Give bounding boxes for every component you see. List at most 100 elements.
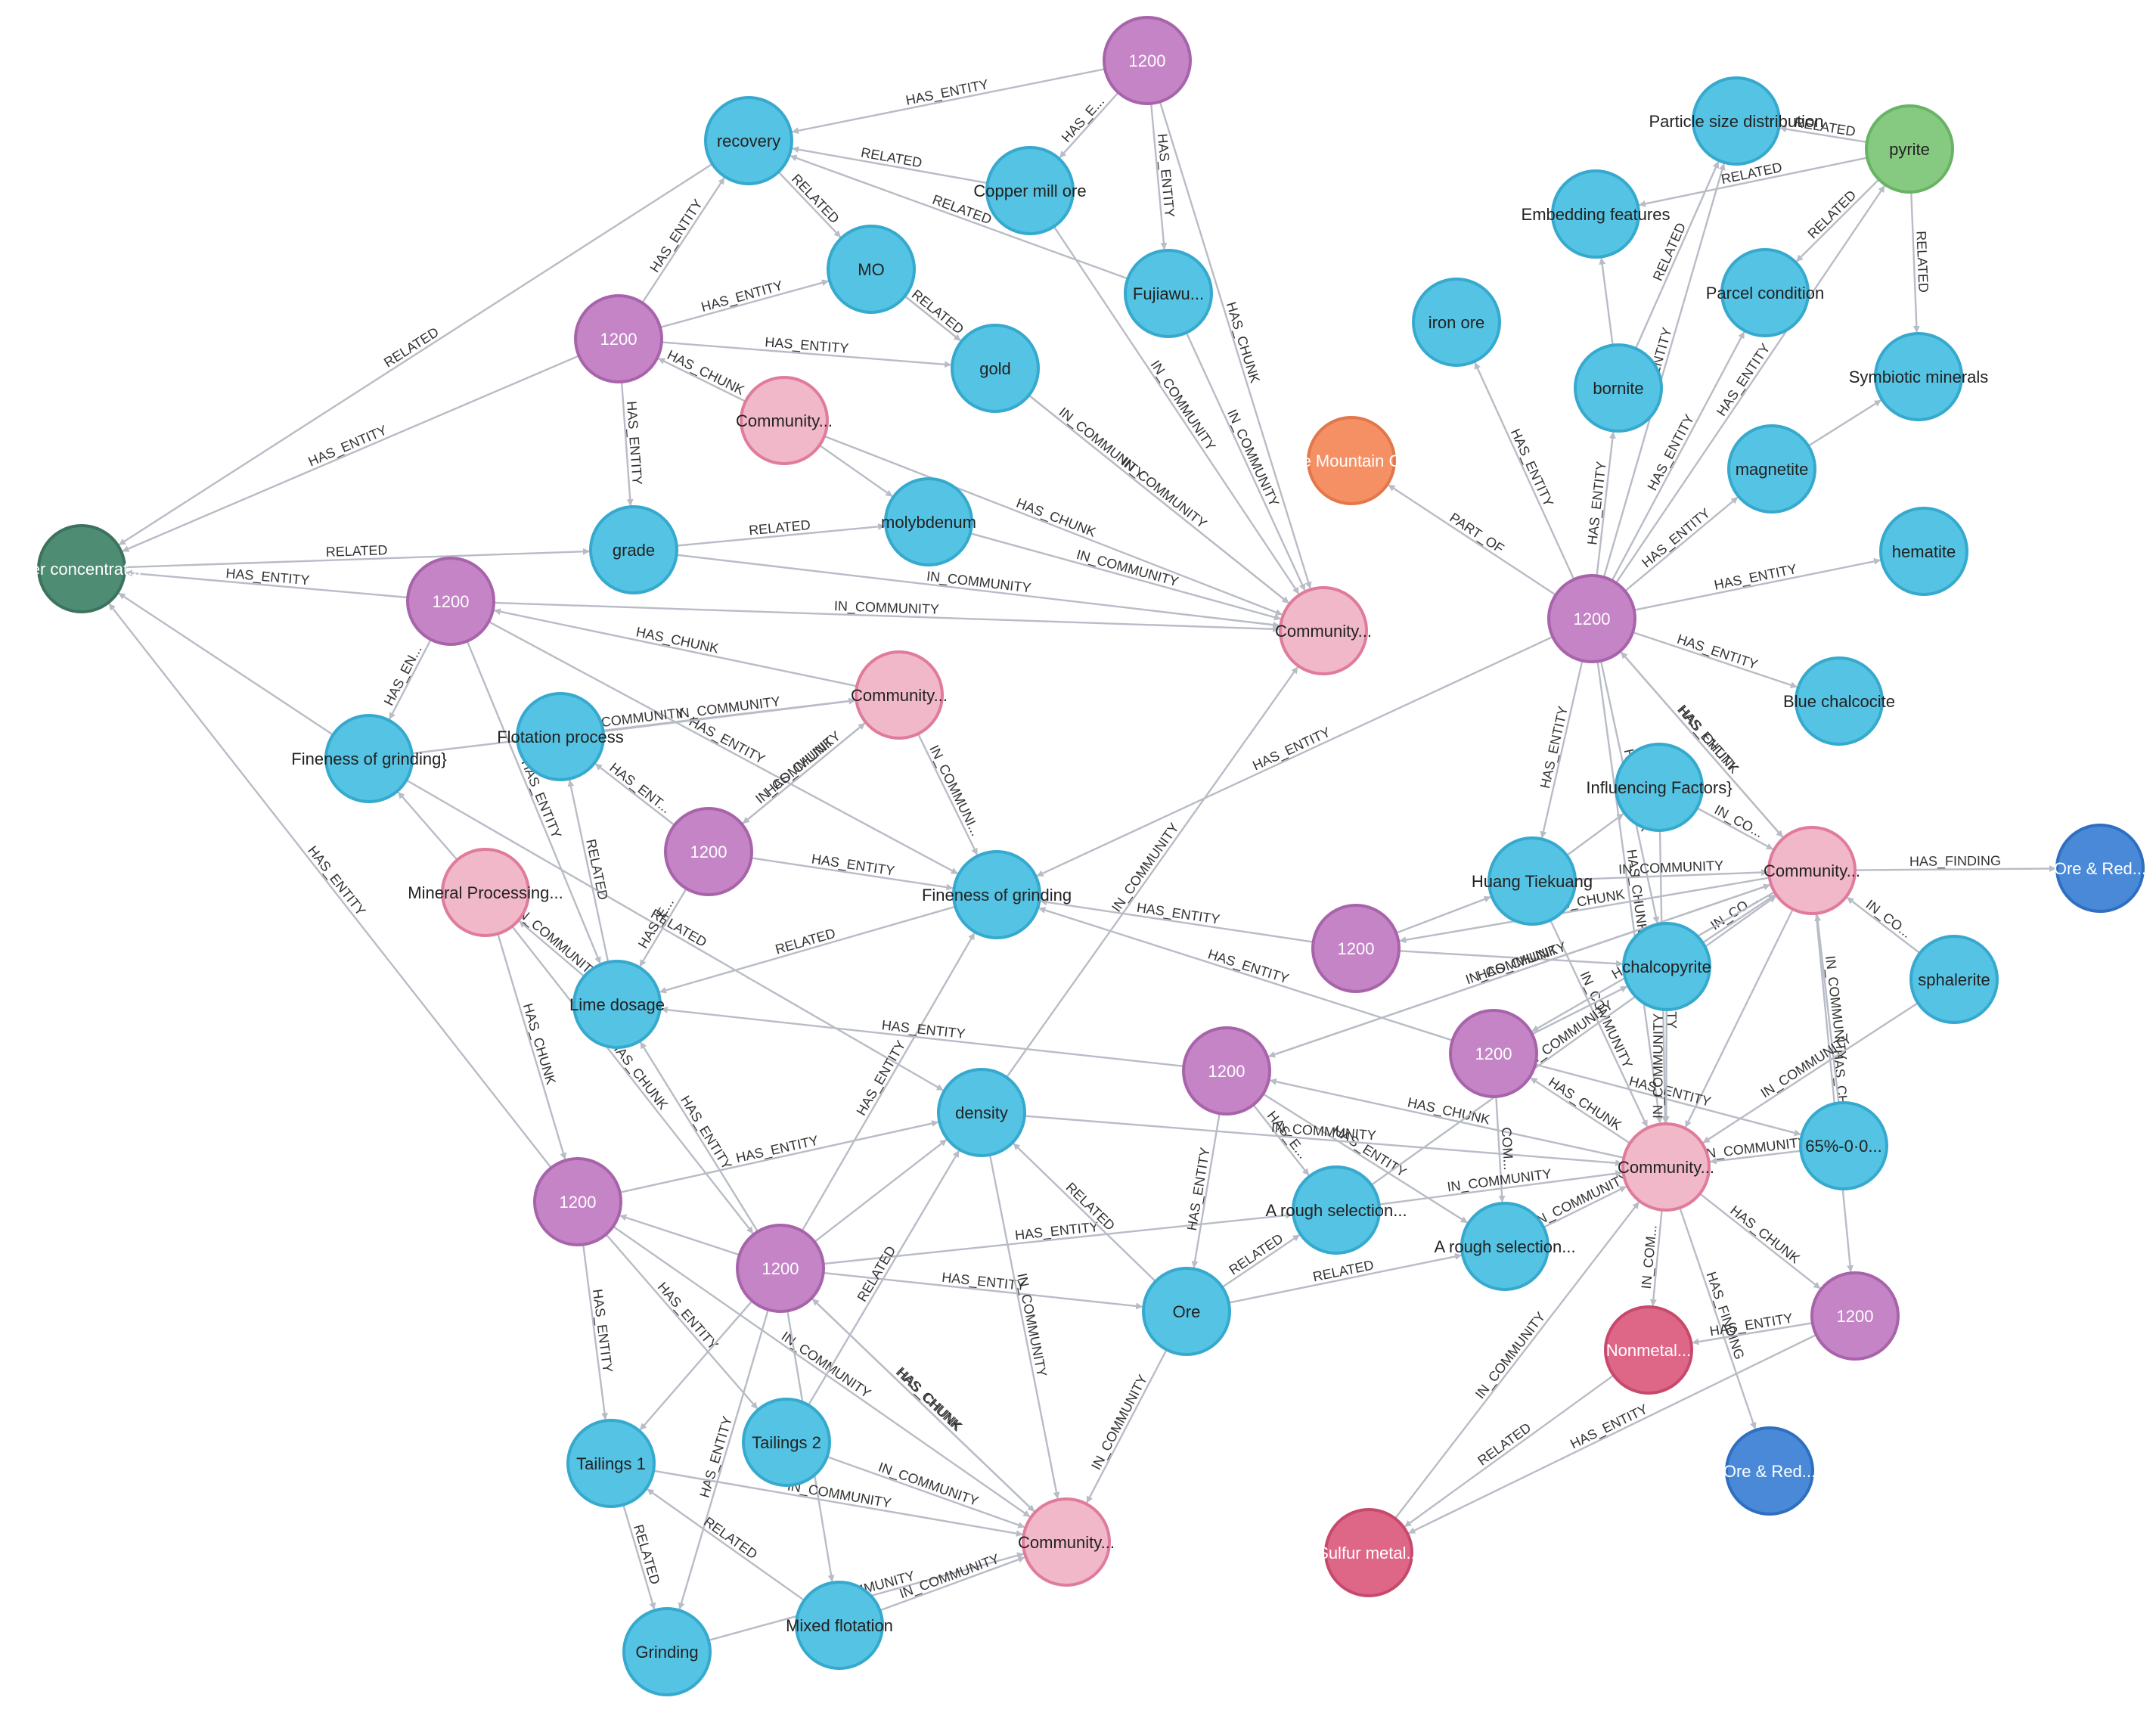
node-copper-conc[interactable]: per concentrat... [22, 524, 142, 613]
edge-copper-conc-grade[interactable]: RELATED [124, 542, 590, 569]
node-c-f[interactable]: 1200 [533, 1157, 622, 1246]
node-c-hub[interactable]: 1200 [1547, 574, 1636, 663]
edge-chalcopyrite-comm-r2[interactable]: IN_COMMUNITY [1650, 1009, 1670, 1123]
edge-c-hub-hematite[interactable]: HAS_ENTITY [1633, 557, 1881, 611]
edge-ore-rough2[interactable]: RELATED [1228, 1253, 1463, 1304]
edge-tailings1-grinding[interactable]: RELATED [622, 1504, 662, 1610]
edge-c-e-lime[interactable]: HAS_ENTITY [640, 1041, 759, 1233]
edge-density-comm-r2[interactable]: IN_COMMUNITY [1024, 1115, 1623, 1167]
edge-grade-comm-mid[interactable]: IN_COMMUNITY [676, 554, 1280, 628]
edge-comm-r1-ore-red1[interactable]: HAS_FINDING [1854, 853, 2056, 873]
edge-pct65-comm-r2[interactable]: IN_COMMUNITY [1702, 1134, 1808, 1165]
node-ore[interactable]: Ore [1142, 1267, 1231, 1356]
edge-huang-influencing[interactable] [1566, 813, 1624, 857]
node-c-top[interactable]: 1200 [1103, 16, 1192, 105]
node-huang[interactable]: Huang Tiekuang [1472, 836, 1593, 926]
node-comm-r2[interactable]: Community... [1618, 1122, 1714, 1212]
node-comm-mid[interactable]: Community... [1275, 586, 1372, 675]
edge-c-e-fineness2[interactable]: HAS_ENTITY [801, 933, 976, 1232]
edge-c-hub-fineness2[interactable]: HAS_ENTITY [1036, 635, 1553, 877]
node-parcel[interactable]: Parcel condition [1706, 248, 1825, 337]
edge-comm1-c-a[interactable]: HAS_CHUNK [658, 347, 747, 402]
node-comm-bottom[interactable]: Community... [1018, 1497, 1115, 1587]
node-fineness2[interactable]: Fineness of grinding [922, 850, 1072, 939]
node-rough2[interactable]: A rough selection... [1434, 1202, 1576, 1291]
edge-comm2-c-b[interactable]: HAS_CHUNK [493, 608, 858, 687]
edge-fineness1-copper-conc[interactable] [118, 592, 334, 736]
edge-mo-gold[interactable]: RELATED [904, 287, 967, 342]
edge-c-d-ore[interactable]: HAS_ENTITY [1184, 1113, 1221, 1268]
edge-magnetite-symbiotic[interactable] [1807, 399, 1881, 447]
edge-mineral-proc-c-f[interactable]: HAS_CHUNK [497, 933, 567, 1160]
node-magnetite[interactable]: magnetite [1727, 424, 1816, 514]
edge-comm-r1-comm-r2[interactable] [1684, 908, 1794, 1128]
node-lime[interactable]: Lime dosage [569, 960, 665, 1049]
edge-c-h-rough2[interactable]: COM... [1495, 1096, 1516, 1203]
edge-sphalerite-comm-r1[interactable]: IN_CO... [1847, 897, 1921, 954]
edge-c-hub-huang[interactable]: HAS_ENTITY [1537, 660, 1584, 839]
edge-ore-rough1[interactable]: RELATED [1221, 1230, 1300, 1289]
edge-pyrite-embedding[interactable]: RELATED [1638, 157, 1868, 207]
node-nonmetal[interactable]: Nonmetal... [1604, 1305, 1693, 1395]
edge-c-a-grade[interactable]: HAS_ENTITY [620, 381, 645, 507]
node-density[interactable]: density [937, 1068, 1026, 1157]
node-c-d[interactable]: 1200 [1182, 1026, 1271, 1116]
node-c-h[interactable]: 1200 [1449, 1009, 1538, 1098]
node-ore-red1[interactable]: Ore & Red... [2054, 824, 2146, 913]
edge-nonmetal-sulfur[interactable]: RELATED [1404, 1374, 1615, 1528]
edge-density-comm-mid[interactable]: IN_COMMUNITY [1006, 666, 1298, 1078]
node-tailings2[interactable]: Tailings 2 [742, 1398, 831, 1487]
node-recovery[interactable]: recovery [704, 96, 793, 185]
node-c-g[interactable]: 1200 [1311, 904, 1401, 993]
edge-pyrite-parcel[interactable]: RELATED [1795, 178, 1880, 262]
node-c-c[interactable]: 1200 [664, 807, 753, 896]
node-gold[interactable]: gold [951, 324, 1040, 413]
edge-fineness2-lime[interactable]: RELATED [659, 905, 956, 994]
edge-density-comm-bottom[interactable]: IN_COMMUNITY [988, 1154, 1060, 1499]
edge-c-h-chalcopyrite[interactable] [1531, 985, 1628, 1035]
edge-c-a-mo[interactable]: HAS_ENTITY [659, 278, 829, 329]
edge-recovery-mo[interactable]: RELATED [777, 171, 842, 238]
edge-c-top-fujiawu[interactable]: HAS_ENTITY [1149, 103, 1177, 250]
edge-comm-r2-nonmetal[interactable]: IN_COM... [1639, 1209, 1663, 1307]
edge-c-a-gold[interactable]: HAS_ENTITY [661, 334, 952, 368]
edge-molybdenum-comm-mid[interactable]: IN_COMMUNITY [969, 532, 1281, 621]
edge-c-g-chalcopyrite[interactable] [1398, 950, 1623, 967]
edge-c-c-fineness2[interactable]: HAS_ENTITY [751, 851, 954, 891]
node-mo[interactable]: MO [827, 225, 916, 314]
node-grade[interactable]: grade [589, 505, 678, 594]
node-sphalerite[interactable]: sphalerite [1909, 935, 1999, 1024]
edge-grade-molybdenum[interactable]: RELATED [676, 517, 886, 547]
node-rough1[interactable]: A rough selection... [1265, 1165, 1407, 1255]
edge-c-c-flotation[interactable]: HAS_ENT... [594, 760, 675, 827]
edge-c-g-fineness2[interactable]: HAS_ENTITY [1040, 898, 1314, 943]
edge-mixed-tailings1[interactable]: RELATED [647, 1488, 805, 1602]
node-iron-ore[interactable]: iron ore [1412, 278, 1501, 367]
node-bornite[interactable]: bornite [1574, 343, 1663, 433]
node-embedding[interactable]: Embedding features [1522, 169, 1671, 259]
edge-copper-mill-recovery[interactable]: RELATED [792, 144, 988, 185]
edge-c-e-tailings1[interactable] [639, 1300, 753, 1431]
node-mixed[interactable]: Mixed flotation [786, 1581, 893, 1670]
node-mountain[interactable]: e Mountain C [1302, 416, 1401, 505]
edge-pyrite-symbiotic[interactable]: RELATED [1910, 191, 1931, 333]
node-flotation[interactable]: Flotation process [497, 692, 624, 781]
edge-c-top-recovery[interactable]: HAS_ENTITY [791, 68, 1106, 135]
edge-c-hub-blue-chalc[interactable]: HAS_ENTITY [1632, 632, 1798, 689]
node-copper-mill[interactable]: Copper mill ore [973, 146, 1087, 235]
edge-c-hub-mountain[interactable]: PART_OF [1388, 484, 1557, 596]
node-pct65[interactable]: 65%-0·0... [1799, 1101, 1888, 1190]
edge-comm1-molybdenum[interactable] [818, 444, 893, 498]
node-hematite[interactable]: hematite [1879, 507, 1968, 596]
node-pyrite[interactable]: pyrite [1865, 104, 1954, 194]
edge-c-g-huang[interactable] [1395, 895, 1491, 934]
node-c-b[interactable]: 1200 [406, 557, 495, 646]
edge-bornite-particle[interactable]: RELATED [1634, 161, 1720, 349]
node-c-i[interactable]: 1200 [1810, 1271, 1900, 1361]
edge-c-e-c-f[interactable] [619, 1214, 740, 1256]
node-symbiotic[interactable]: Symbiotic minerals [1849, 332, 1989, 421]
node-fineness1[interactable]: Fineness of grinding} [291, 714, 447, 803]
node-sulfur[interactable]: Sulfur metal... [1317, 1508, 1420, 1597]
edge-rough1-comm-r1[interactable]: IN_COMMUNITY [1370, 895, 1776, 1186]
